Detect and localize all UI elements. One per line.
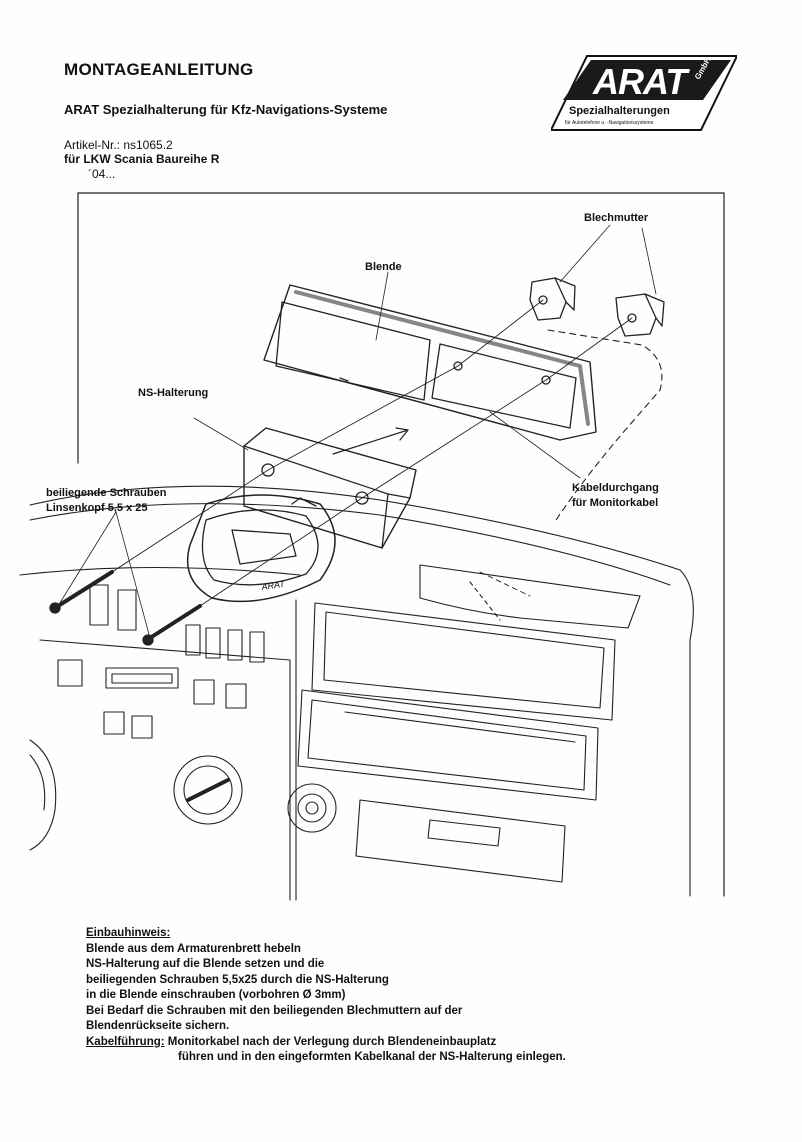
cable-routing-line1: Kabelführung: Monitorkabel nach der Verl… — [86, 1035, 726, 1051]
instruction-line: NS-Halterung auf die Blende setzen und d… — [86, 958, 325, 970]
instructions-heading: Einbauhinweis: — [86, 927, 171, 939]
cable-routing-text1: Monitorkabel nach der Verlegung durch Bl… — [167, 1035, 497, 1048]
installation-instructions: Einbauhinweis: Blende aus dem Armaturenb… — [86, 926, 726, 1066]
cable-routing-heading: Kabelführung: — [86, 1035, 165, 1048]
holder-mark: ARAT — [260, 579, 287, 592]
model-year: ´04... — [88, 167, 116, 181]
leader-lines — [57, 224, 657, 639]
arat-logo: ARAT GmbH Spezialhalterungen für Autotel… — [551, 55, 737, 131]
label-screws-line1: beiliegende Schrauben — [46, 487, 167, 499]
installation-drawing: Blechmutter Blende NS-Halterung beiliege… — [19, 192, 725, 901]
logo-tagline: Spezialhalterungen — [569, 105, 670, 117]
label-blechmutter: Blechmutter — [584, 212, 649, 224]
instruction-line: Blendenrückseite sichern. — [86, 1020, 230, 1032]
label-screws-line2: Linsenkopf 5,5 x 25 — [46, 502, 147, 514]
article-number: Artikel-Nr.: ns1065.2 — [64, 138, 173, 152]
instruction-line: beiliegenden Schrauben 5,5x25 durch die … — [86, 973, 389, 986]
instruction-line: Blende aus dem Armaturenbrett hebeln — [86, 942, 301, 955]
instruction-line: in die Blende einschrauben (vorbohren Ø … — [86, 989, 346, 1001]
vehicle-model: für LKW Scania Baureihe R — [64, 152, 220, 166]
page-subtitle: ARAT Spezialhalterung für Kfz-Navigation… — [64, 102, 388, 117]
logo-subline: für Autotelefone u. -Navigationssysteme — [565, 120, 654, 126]
cable-routing-line2: führen und in den eingeformten Kabelkana… — [178, 1051, 566, 1063]
label-cable-passage-line1: Kabeldurchgang — [572, 482, 659, 494]
assembly-lines — [111, 299, 633, 607]
label-blende: Blende — [365, 261, 402, 273]
bezel-blende — [263, 284, 597, 441]
logo-brand: ARAT — [592, 61, 690, 102]
instruction-line: Bei Bedarf die Schrauben mit den beilieg… — [86, 1004, 463, 1017]
label-ns-halterung: NS-Halterung — [138, 387, 208, 399]
screws — [49, 570, 202, 646]
dashboard — [19, 329, 694, 901]
label-cable-passage-line2: für Monitorkabel — [572, 497, 658, 509]
page-title: MONTAGEANLEITUNG — [64, 60, 254, 79]
drawing-frame — [77, 192, 725, 897]
ns-holder — [186, 427, 417, 603]
sheet-metal-nuts — [529, 277, 665, 337]
